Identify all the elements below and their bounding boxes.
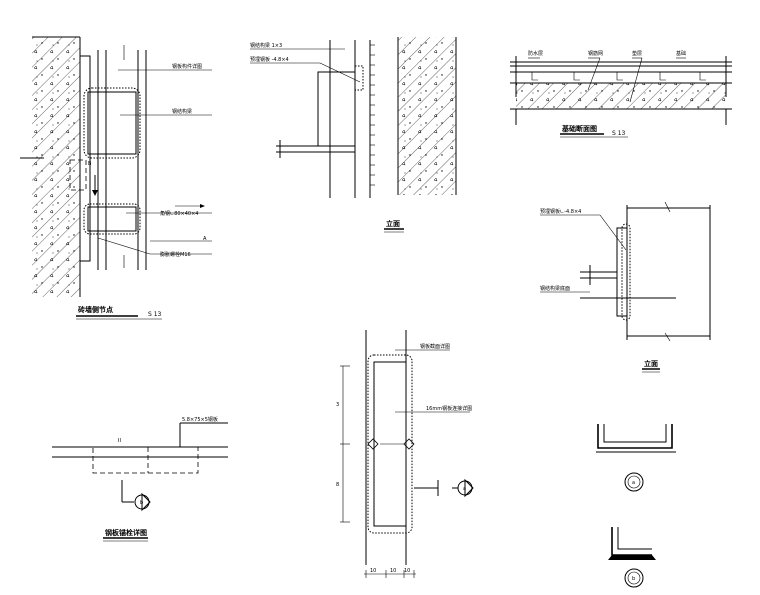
- detail-4-label-bottom: 钢结构梁底面: [540, 285, 570, 292]
- detail-3-label-4: 基础: [676, 50, 686, 57]
- marker-b: [624, 568, 644, 588]
- detail-3-label-2: 钢筋网: [588, 50, 603, 57]
- detail-4-title: 立面: [644, 359, 658, 368]
- detail-2-tick-scale: [370, 44, 375, 186]
- detail-6-bottom-dim-2: 10: [390, 568, 396, 574]
- detail-1-label-angle: 角钢∟80×40×4: [160, 210, 198, 217]
- marker-a-letter: a: [632, 480, 635, 486]
- detail-6-dim-upper: 3: [336, 402, 339, 408]
- detail-3-foundation-section: 防水层 钢筋网 垫层 基础 基础断面图 S 13: [510, 50, 732, 138]
- detail-6-label-mid: 16mm钢板连接详图: [426, 405, 472, 412]
- section-a-channel: a: [596, 424, 676, 492]
- marker-b-letter: b: [632, 576, 635, 582]
- detail-1-label-bolt: 膨胀螺栓M16: [160, 251, 191, 258]
- detail-3-label-3: 垫层: [632, 50, 642, 57]
- marker-a: [624, 472, 644, 492]
- detail-5-label-top: 5.8×75×5钢板: [182, 416, 218, 423]
- detail-4-elevation: 预埋钢板∟-4.8×4 钢结构梁底面 立面: [540, 201, 711, 373]
- detail-6-section-letter: a: [463, 486, 466, 492]
- detail-6-bottom-dim-3: 10: [404, 568, 410, 574]
- detail-1-wall-node: 钢板构件详图 钢结构梁 角钢∟80×40×4 A 膨胀螺栓M16 B 砖墙侧节点…: [20, 36, 212, 320]
- detail-2-label-mid: 预埋钢板 -4.8×4: [250, 56, 289, 63]
- section-b-angle: b: [608, 527, 656, 588]
- detail-2-title: 立面: [386, 219, 400, 228]
- detail-4-label-top: 预埋钢板∟-4.8×4: [540, 208, 581, 215]
- detail-6-bottom-dim-1: 10: [370, 568, 376, 574]
- detail-1-scale: S 13: [148, 311, 162, 318]
- detail-6-label-top: 钢板截面详图: [420, 343, 450, 350]
- detail-3-label-1: 防水层: [528, 50, 543, 57]
- detail-2-label-top: 钢结构梁 1×3: [250, 42, 282, 49]
- detail-3-title: 基础断面图: [561, 124, 597, 133]
- detail-1-label-b: B: [88, 161, 92, 167]
- detail-6-column-section: 3 8 钢板截面详图 16mm钢板连接详图 a 10 10 10: [336, 330, 474, 578]
- detail-5-mark: II: [118, 438, 121, 444]
- detail-5-anchor-plate: 5.8×75×5钢板 II b 钢板锚栓详图: [52, 416, 228, 542]
- detail-5-title: 钢板锚栓详图: [105, 528, 147, 537]
- detail-1-label-a: A: [203, 236, 207, 242]
- detail-6-dim-lower: 8: [336, 482, 339, 488]
- detail-1-title: 砖墙侧节点: [78, 305, 113, 314]
- detail-1-label-plate: 钢结构梁: [172, 108, 192, 115]
- detail-3-scale: S 13: [612, 130, 626, 137]
- detail-1-label-top: 钢板构件详图: [172, 63, 202, 70]
- detail-5-section-letter: b: [140, 500, 143, 506]
- detail-2-column-wall: 钢结构梁 1×3 预埋钢板 -4.8×4 立面: [250, 37, 457, 233]
